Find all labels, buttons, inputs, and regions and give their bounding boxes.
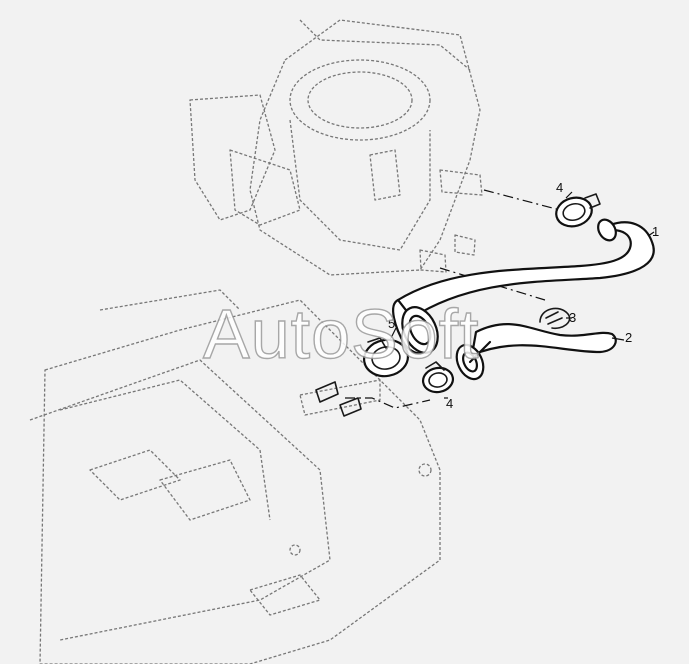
hose-1 — [392, 218, 655, 355]
throttle-body — [189, 19, 483, 276]
mounting-studs — [315, 381, 362, 417]
leader-lines — [389, 191, 655, 399]
clamp-5 — [363, 337, 409, 378]
callout-3: 3 — [569, 310, 576, 325]
hose-2 — [455, 323, 617, 381]
callout-1: 1 — [652, 224, 659, 239]
callout-4-lower: 4 — [446, 396, 453, 411]
clamp-4-upper — [555, 193, 601, 228]
watermark-text: AutoSoft — [203, 295, 480, 373]
callout-5: 5 — [388, 316, 395, 331]
clamp-3 — [539, 307, 571, 330]
callout-2: 2 — [625, 330, 632, 345]
clamp-4-lower — [421, 361, 455, 394]
callout-4-upper: 4 — [556, 180, 563, 195]
radiator-block — [29, 289, 441, 664]
assembly-line-upper — [483, 189, 561, 211]
